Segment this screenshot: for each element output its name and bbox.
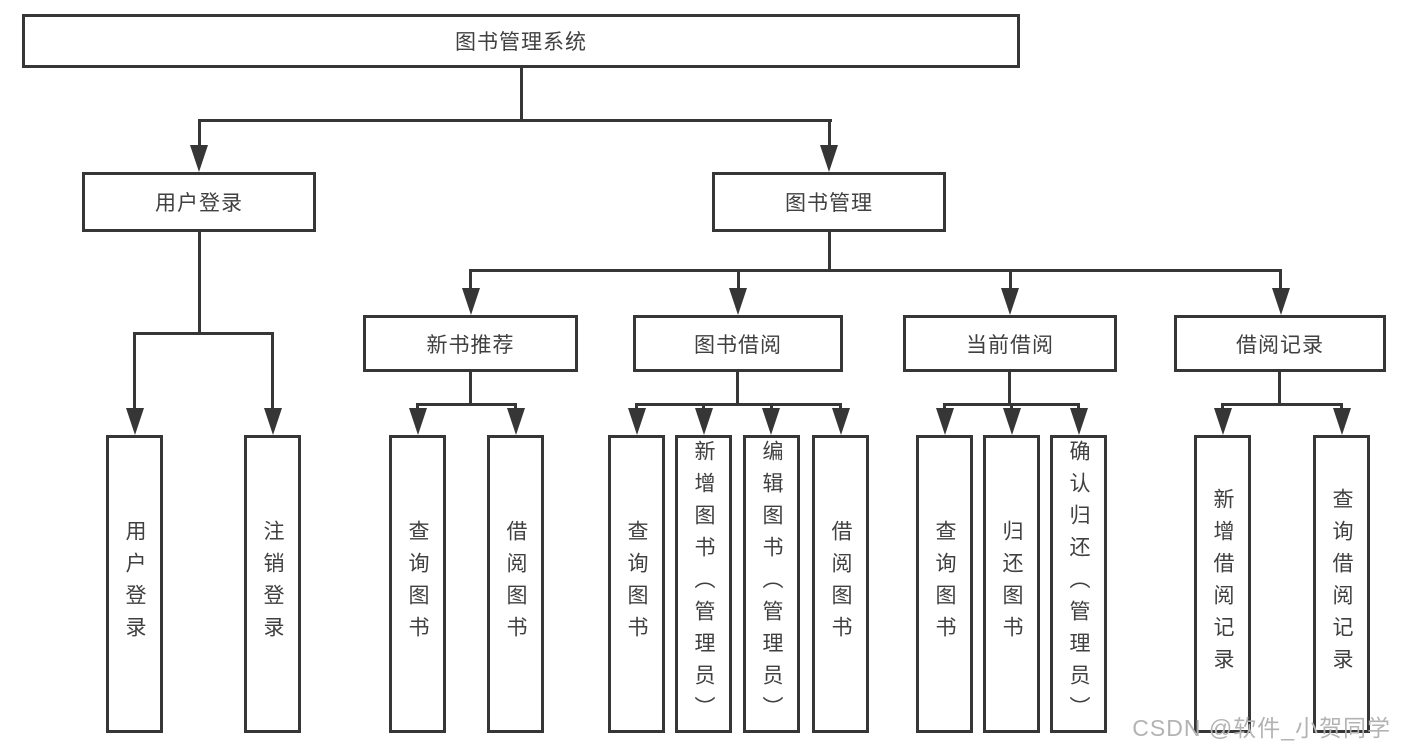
arrowhead-icon — [729, 288, 747, 315]
leaf-query-books-3: 查询图书 — [916, 435, 973, 733]
node-borrow-records: 借阅记录 — [1174, 315, 1386, 372]
connector-line — [1009, 269, 1012, 293]
node-label: 新书推荐 — [426, 333, 515, 357]
arrowhead-icon — [832, 408, 850, 435]
leaf-borrow-books-1: 借阅图书 — [487, 435, 544, 733]
arrowhead-icon — [1272, 288, 1290, 315]
leaf-user-login: 用户登录 — [106, 435, 163, 733]
node-label: 图书管理系统 — [455, 31, 587, 54]
node-current-borrow: 当前借阅 — [903, 315, 1117, 372]
node-root-book-management-system: 图书管理系统 — [22, 14, 1020, 68]
connector-line — [1221, 403, 1343, 406]
arrowhead-icon — [1003, 408, 1021, 435]
connector-line — [1008, 370, 1011, 406]
node-label: 图书借阅 — [694, 333, 782, 357]
arrowhead-icon — [695, 408, 713, 435]
connector-line — [198, 230, 201, 335]
connector-line — [469, 370, 472, 406]
node-label: 确认归还（管理员） — [1067, 440, 1090, 728]
node-label: 借阅图书 — [829, 520, 852, 648]
node-label: 借阅图书 — [504, 520, 527, 648]
connector-line — [133, 332, 136, 410]
connector-line — [1279, 269, 1282, 293]
arrowhead-icon — [462, 288, 480, 315]
arrowhead-icon — [190, 145, 208, 172]
node-label: 借阅记录 — [1236, 333, 1324, 357]
arrowhead-icon — [1070, 408, 1088, 435]
node-label: 归还图书 — [1000, 520, 1023, 648]
node-new-book-recommend: 新书推荐 — [363, 315, 578, 372]
node-label: 查询图书 — [406, 520, 429, 648]
leaf-add-books-admin: 新增图书（管理员） — [675, 435, 732, 733]
connector-line — [1278, 370, 1281, 406]
arrowhead-icon — [264, 408, 282, 435]
arrowhead-icon — [1214, 408, 1232, 435]
node-label: 注销登录 — [261, 520, 284, 648]
connector-line — [469, 269, 1282, 272]
node-label: 图书管理 — [785, 192, 873, 215]
connector-line — [635, 403, 842, 406]
leaf-query-books-2: 查询图书 — [608, 435, 665, 733]
arrowhead-icon — [936, 408, 954, 435]
node-label: 查询图书 — [625, 520, 648, 648]
leaf-edit-books-admin: 编辑图书（管理员） — [743, 435, 800, 733]
node-label: 新增借阅记录 — [1211, 488, 1234, 680]
connector-line — [520, 66, 523, 120]
node-label: 当前借阅 — [966, 333, 1054, 357]
leaf-query-books-1: 查询图书 — [389, 435, 446, 733]
connector-line — [469, 269, 472, 293]
arrowhead-icon — [409, 408, 427, 435]
node-label: 查询借阅记录 — [1330, 488, 1353, 680]
arrowhead-icon — [820, 145, 838, 172]
connector-line — [737, 269, 740, 293]
arrowhead-icon — [1001, 288, 1019, 315]
leaf-query-borrow-record: 查询借阅记录 — [1313, 435, 1370, 733]
connector-line — [828, 230, 831, 272]
node-book-management: 图书管理 — [712, 172, 946, 232]
node-label: 用户登录 — [155, 192, 243, 215]
connector-line — [198, 119, 201, 147]
arrowhead-icon — [628, 408, 646, 435]
connector-line — [828, 119, 831, 147]
node-book-borrow: 图书借阅 — [633, 315, 843, 372]
node-label: 编辑图书（管理员） — [760, 440, 783, 728]
leaf-borrow-books-2: 借阅图书 — [812, 435, 869, 733]
leaf-add-borrow-record: 新增借阅记录 — [1194, 435, 1251, 733]
leaf-return-books: 归还图书 — [983, 435, 1040, 733]
connector-line — [416, 403, 517, 406]
node-label: 新增图书（管理员） — [692, 440, 715, 728]
leaf-logout: 注销登录 — [244, 435, 301, 733]
connector-line — [271, 332, 274, 410]
arrowhead-icon — [762, 408, 780, 435]
node-label: 查询图书 — [933, 520, 956, 648]
arrowhead-icon — [126, 408, 144, 435]
csdn-watermark: CSDN @软件_小贺同学 — [1132, 715, 1391, 741]
connector-line — [736, 370, 739, 406]
leaf-confirm-return-admin: 确认归还（管理员） — [1050, 435, 1107, 733]
node-user-login: 用户登录 — [82, 172, 316, 232]
node-label: 用户登录 — [123, 520, 146, 648]
connector-line — [133, 332, 274, 335]
arrowhead-icon — [507, 408, 525, 435]
connector-line — [198, 119, 832, 122]
arrowhead-icon — [1333, 408, 1351, 435]
